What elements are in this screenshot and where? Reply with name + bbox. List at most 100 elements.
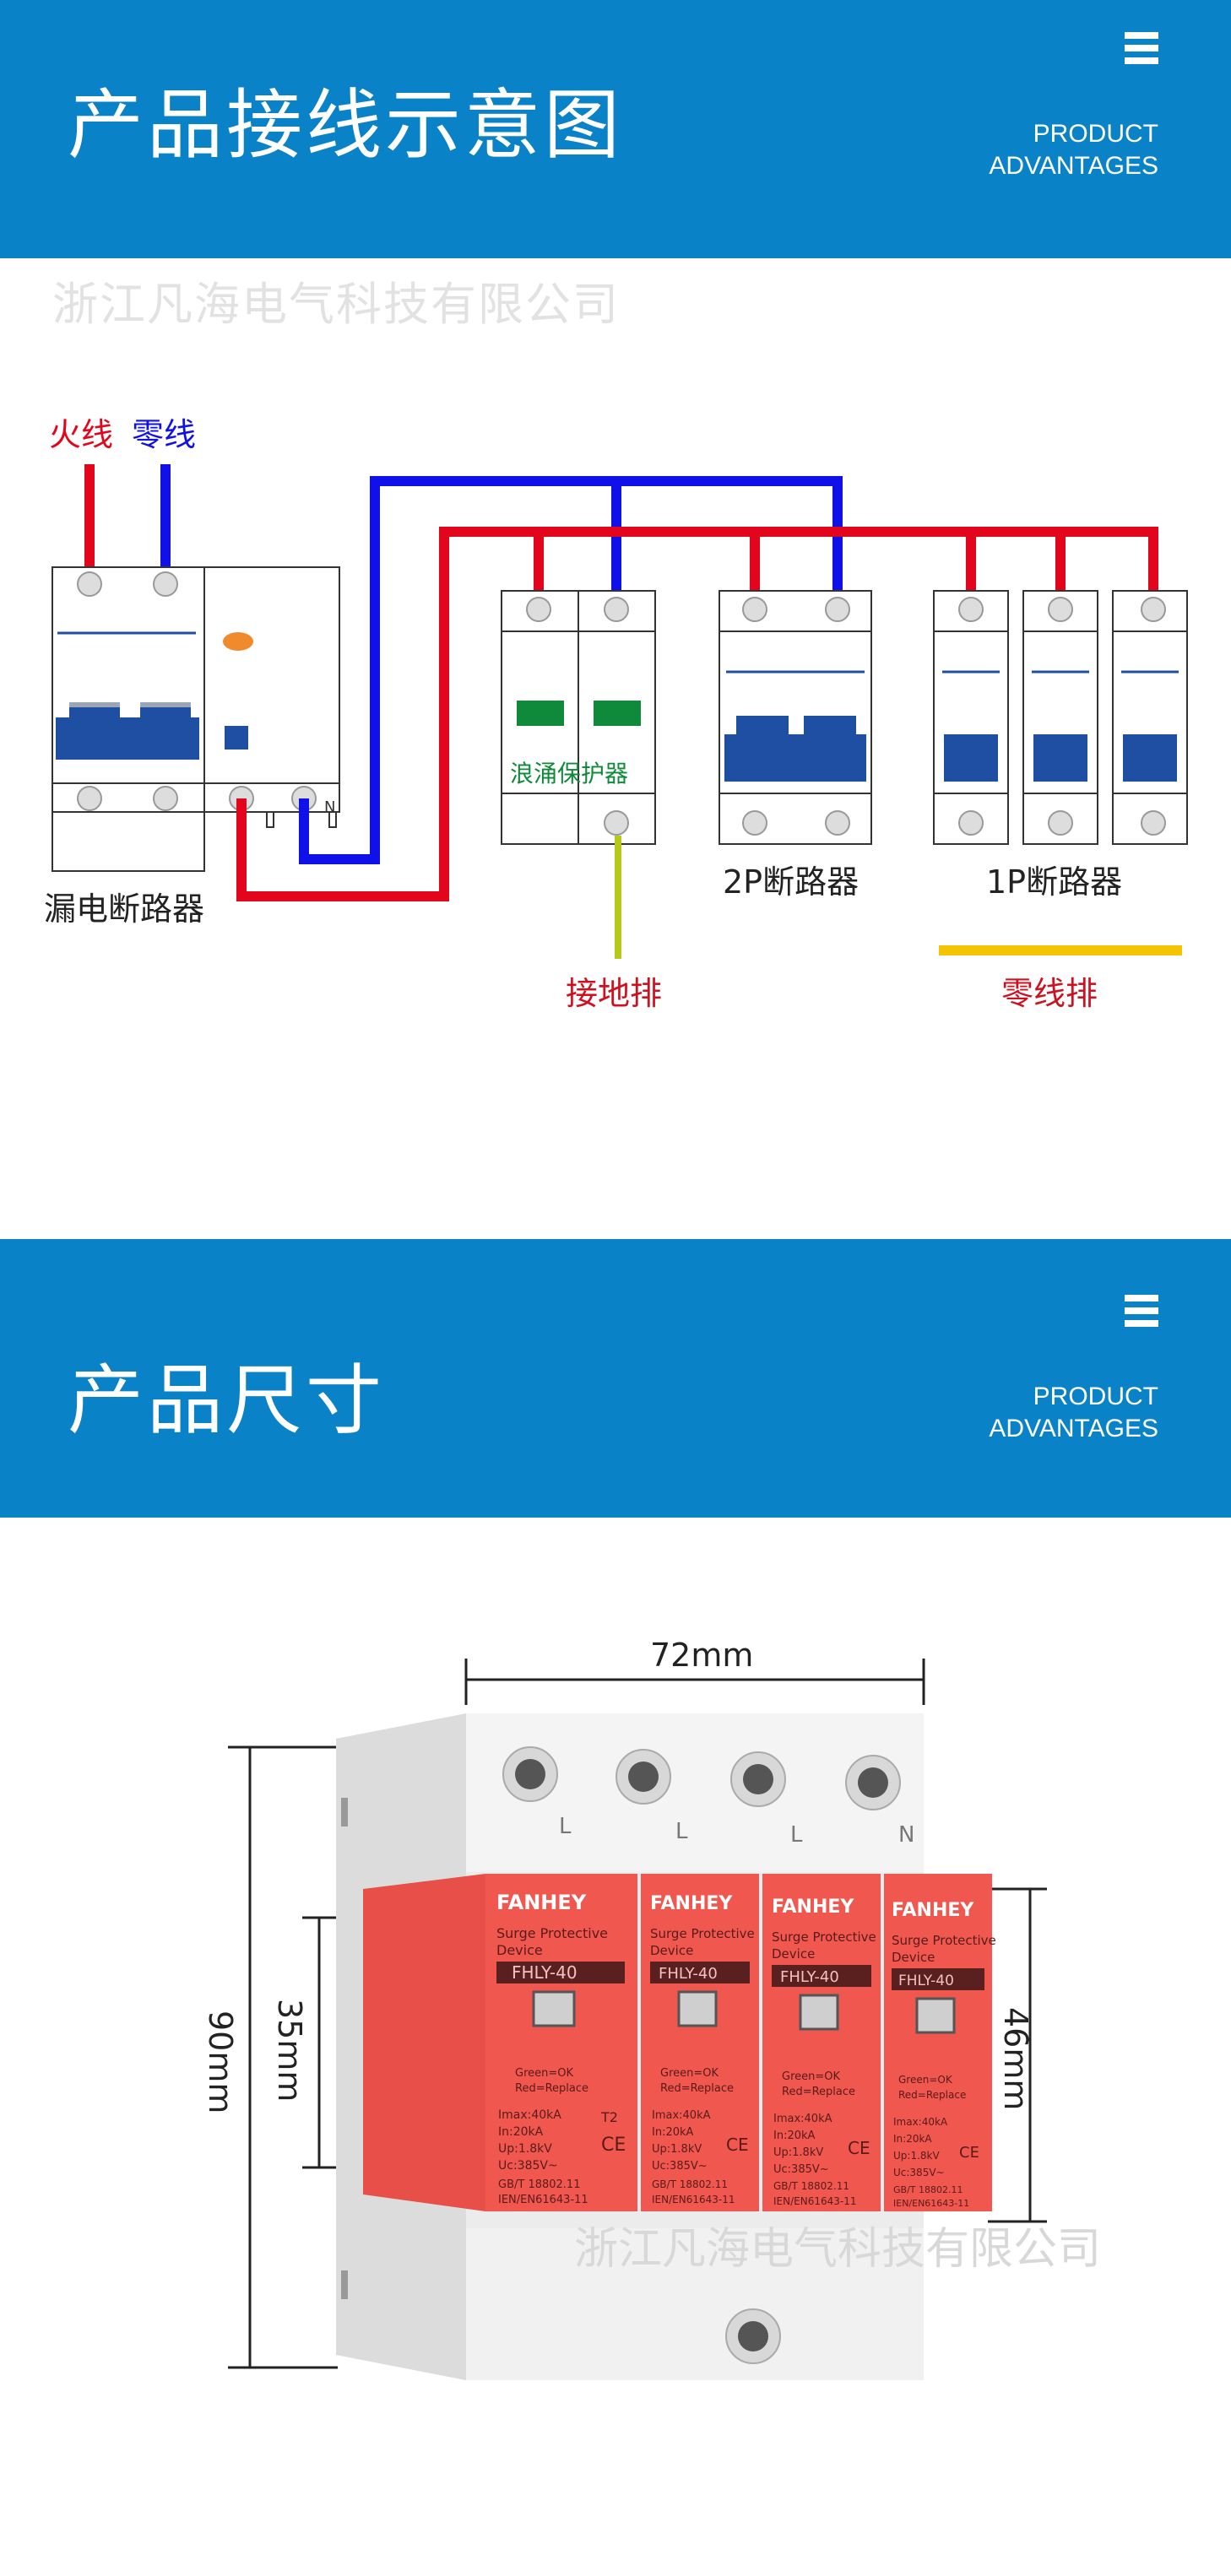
product-advantages-label: PRODUCT ADVANTAGES [989, 118, 1158, 182]
menu-icon[interactable] [1125, 1295, 1158, 1333]
header-banner-wiring: 产品接线示意图 PRODUCT ADVANTAGES [0, 0, 1231, 258]
terminal-label-3: L [790, 1822, 803, 1848]
svg-text:FHLY-40: FHLY-40 [898, 1973, 954, 1989]
ce-mark: CE [601, 2135, 626, 2156]
spd-product: L L L N FANHEY Surge Protective Device F… [336, 1713, 996, 2380]
svg-text:IEN/EN61643-11: IEN/EN61643-11 [773, 2195, 856, 2207]
2p-breaker [719, 590, 872, 845]
svg-text:CE: CE [726, 2135, 749, 2155]
spd-module-2: FANHEY Surge Protective Device FHLY-40 G… [641, 1874, 759, 2211]
model-label: FHLY-40 [512, 1962, 578, 1983]
1p-breaker-a [933, 590, 1009, 845]
spd-module-3: FANHEY Surge Protective Device FHLY-40 G… [762, 1874, 881, 2211]
watermark-text: 浙江凡海电气科技有限公司 [574, 2224, 1101, 2275]
svg-text:Imax:40kA: Imax:40kA [773, 2113, 832, 2125]
neutral-bus-wire [299, 476, 843, 864]
brand-label: FANHEY [496, 1891, 587, 1914]
svg-text:Red=Replace: Red=Replace [515, 2082, 588, 2095]
svg-text:Green=OK: Green=OK [660, 2067, 719, 2080]
svg-text:Surge Protective: Surge Protective [496, 1925, 608, 1941]
wiring-diagram: 火线 零线 N 漏电断路器 [44, 416, 1188, 1012]
svg-text:Imax:40kA: Imax:40kA [498, 2108, 561, 2122]
svg-text:Green=OK: Green=OK [515, 2067, 573, 2080]
terminal-label-4: N [898, 1822, 914, 1848]
svg-text:Green=OK: Green=OK [782, 2070, 840, 2083]
total-height-label: 90mm [202, 2010, 239, 2113]
svg-text:Imax:40kA: Imax:40kA [652, 2109, 711, 2122]
menu-icon[interactable] [1125, 32, 1158, 70]
section-title: 产品尺寸 [68, 1356, 385, 1445]
live-wire-label: 火线 [49, 416, 113, 453]
svg-text:FHLY-40: FHLY-40 [780, 1968, 839, 1986]
svg-text:FHLY-40: FHLY-40 [659, 1965, 718, 1983]
svg-text:Surge Protective: Surge Protective [650, 1926, 755, 1941]
svg-text:FANHEY: FANHEY [892, 1900, 974, 1921]
svg-text:GB/T 18802.11: GB/T 18802.11 [893, 2184, 963, 2195]
advantages-line2: ADVANTAGES [989, 1415, 1158, 1442]
svg-text:Up:1.8kV: Up:1.8kV [893, 2150, 940, 2162]
svg-text:Up:1.8kV: Up:1.8kV [498, 2142, 552, 2156]
terminal-screws [502, 1746, 901, 2364]
inner-height-label: 35mm [271, 1999, 308, 2102]
svg-text:Red=Replace: Red=Replace [898, 2089, 966, 2101]
svg-text:GB/T 18802.11: GB/T 18802.11 [773, 2180, 849, 2192]
svg-text:Device: Device [772, 1946, 815, 1962]
header-banner-dimensions: 产品尺寸 PRODUCT ADVANTAGES [0, 1239, 1231, 1518]
svg-text:GB/T 18802.11: GB/T 18802.11 [498, 2178, 580, 2191]
advantages-line2: ADVANTAGES [989, 152, 1158, 180]
spd-label: 浪涌保护器 [510, 760, 628, 787]
1p-breaker-label: 1P断路器 [986, 863, 1122, 901]
advantages-line1: PRODUCT [1033, 1383, 1158, 1410]
watermark-text: 浙江凡海电气科技有限公司 [52, 278, 620, 331]
svg-text:Uc:385V~: Uc:385V~ [773, 2163, 829, 2176]
svg-text:Uc:385V~: Uc:385V~ [498, 2159, 558, 2173]
width-dimension-label: 72mm [650, 1637, 753, 1674]
svg-text:IEN/EN61643-11: IEN/EN61643-11 [893, 2198, 969, 2209]
svg-text:CE: CE [848, 2138, 870, 2158]
product-advantages-label: PRODUCT ADVANTAGES [989, 1381, 1158, 1445]
advantages-line1: PRODUCT [1033, 120, 1158, 148]
svg-text:IEN/EN61643-11: IEN/EN61643-11 [498, 2194, 588, 2206]
svg-text:T2: T2 [600, 2109, 618, 2125]
2p-breaker-label: 2P断路器 [723, 863, 859, 901]
neutral-wire-label: 零线 [132, 416, 196, 453]
svg-text:In:20kA: In:20kA [773, 2130, 816, 2142]
svg-text:Green=OK: Green=OK [898, 2074, 953, 2086]
live-bus-wire [236, 527, 1158, 901]
svg-text:Red=Replace: Red=Replace [782, 2086, 855, 2098]
terminal-label-1: L [559, 1814, 572, 1839]
svg-text:Up:1.8kV: Up:1.8kV [652, 2143, 702, 2156]
terminal-label-2: L [675, 1819, 688, 1844]
svg-text:Imax:40kA: Imax:40kA [893, 2116, 948, 2128]
ground-bar-label: 接地排 [566, 975, 662, 1012]
svg-text:FANHEY: FANHEY [772, 1897, 854, 1918]
rcbo-breaker: N [52, 566, 340, 872]
dimension-drawing: 72mm 90mm 35mm 46mm L L [202, 1637, 1101, 2380]
1p-breaker-b [1022, 590, 1098, 845]
spd-module-4: FANHEY Surge Protective Device FHLY-40 G… [884, 1874, 996, 2211]
svg-text:Surge Protective: Surge Protective [772, 1929, 876, 1945]
neutral-bar-label: 零线排 [1001, 975, 1098, 1012]
1p-breaker-c [1112, 590, 1188, 845]
surge-protector: 浪涌保护器 [501, 590, 656, 845]
svg-text:Red=Replace: Red=Replace [660, 2082, 734, 2095]
svg-text:IEN/EN61643-11: IEN/EN61643-11 [652, 2194, 735, 2205]
svg-text:In:20kA: In:20kA [652, 2126, 694, 2139]
svg-text:Uc:385V~: Uc:385V~ [652, 2160, 708, 2173]
svg-text:In:20kA: In:20kA [498, 2125, 544, 2139]
svg-text:Device: Device [496, 1942, 543, 1958]
rcbo-label: 漏电断路器 [44, 890, 204, 928]
svg-text:CE: CE [959, 2144, 979, 2162]
svg-text:GB/T 18802.11: GB/T 18802.11 [652, 2178, 728, 2190]
n-terminal-label: N [324, 798, 335, 816]
svg-text:Up:1.8kV: Up:1.8kV [773, 2146, 823, 2159]
section-title: 产品接线示意图 [68, 81, 623, 170]
svg-text:Device: Device [650, 1943, 693, 1958]
svg-text:In:20kA: In:20kA [893, 2133, 932, 2145]
svg-text:Surge Protective: Surge Protective [892, 1933, 996, 1948]
svg-text:Uc:385V~: Uc:385V~ [893, 2167, 945, 2178]
spd-module-1: FANHEY Surge Protective Device FHLY-40 G… [485, 1874, 637, 2211]
svg-text:Device: Device [892, 1950, 935, 1965]
module-height-label: 46mm [997, 2007, 1034, 2110]
svg-text:FANHEY: FANHEY [650, 1893, 733, 1914]
